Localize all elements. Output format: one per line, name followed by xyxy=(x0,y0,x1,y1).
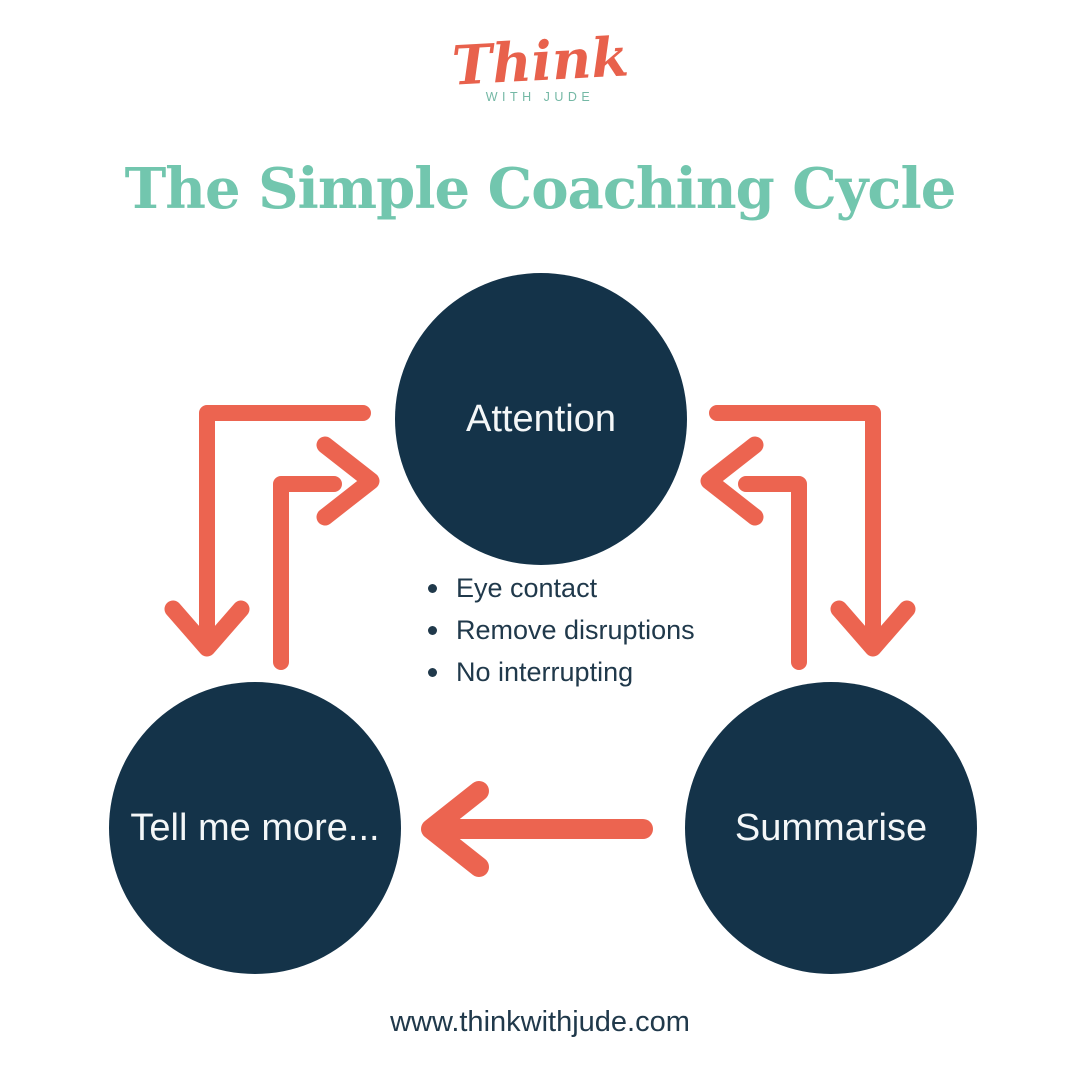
page-title: The Simple Coaching Cycle xyxy=(124,156,957,222)
bullet-dot-icon xyxy=(428,583,437,593)
bullet-text: Remove disruptions xyxy=(456,614,695,645)
node-attention-label: Attention xyxy=(466,397,616,440)
node-tell-me-more-label: Tell me more... xyxy=(130,806,380,849)
list-item: Eye contact xyxy=(428,567,695,609)
bullet-text: Eye contact xyxy=(456,572,598,603)
website-url: www.thinkwithjude.com xyxy=(390,1006,690,1038)
node-summarise: Summarise xyxy=(685,682,977,974)
arrow-attention-to-tellmemore-icon xyxy=(164,405,371,657)
list-item: Remove disruptions xyxy=(428,609,695,651)
bullet-dot-icon xyxy=(428,625,437,635)
node-summarise-label: Summarise xyxy=(734,806,928,849)
arrow-summarise-to-attention-icon xyxy=(700,436,807,670)
node-attention: Attention xyxy=(395,273,687,565)
arrow-attention-to-summarise-icon xyxy=(709,405,916,657)
arrow-tellmemore-to-attention-icon xyxy=(273,436,380,670)
arrow-summarise-to-tellmemore-icon xyxy=(421,781,653,877)
brand-logo-tagline: WITH JUDE xyxy=(485,90,595,104)
node-tell-me-more: Tell me more... xyxy=(109,682,401,974)
bullet-dot-icon xyxy=(428,667,437,677)
list-item: No interrupting xyxy=(428,651,695,693)
brand-logo-wordmark: Think xyxy=(450,24,630,98)
attention-bullet-list: Eye contact Remove disruptions No interr… xyxy=(428,567,695,693)
bullet-text: No interrupting xyxy=(456,656,634,687)
brand-logo: Think WITH JUDE xyxy=(0,24,1080,104)
